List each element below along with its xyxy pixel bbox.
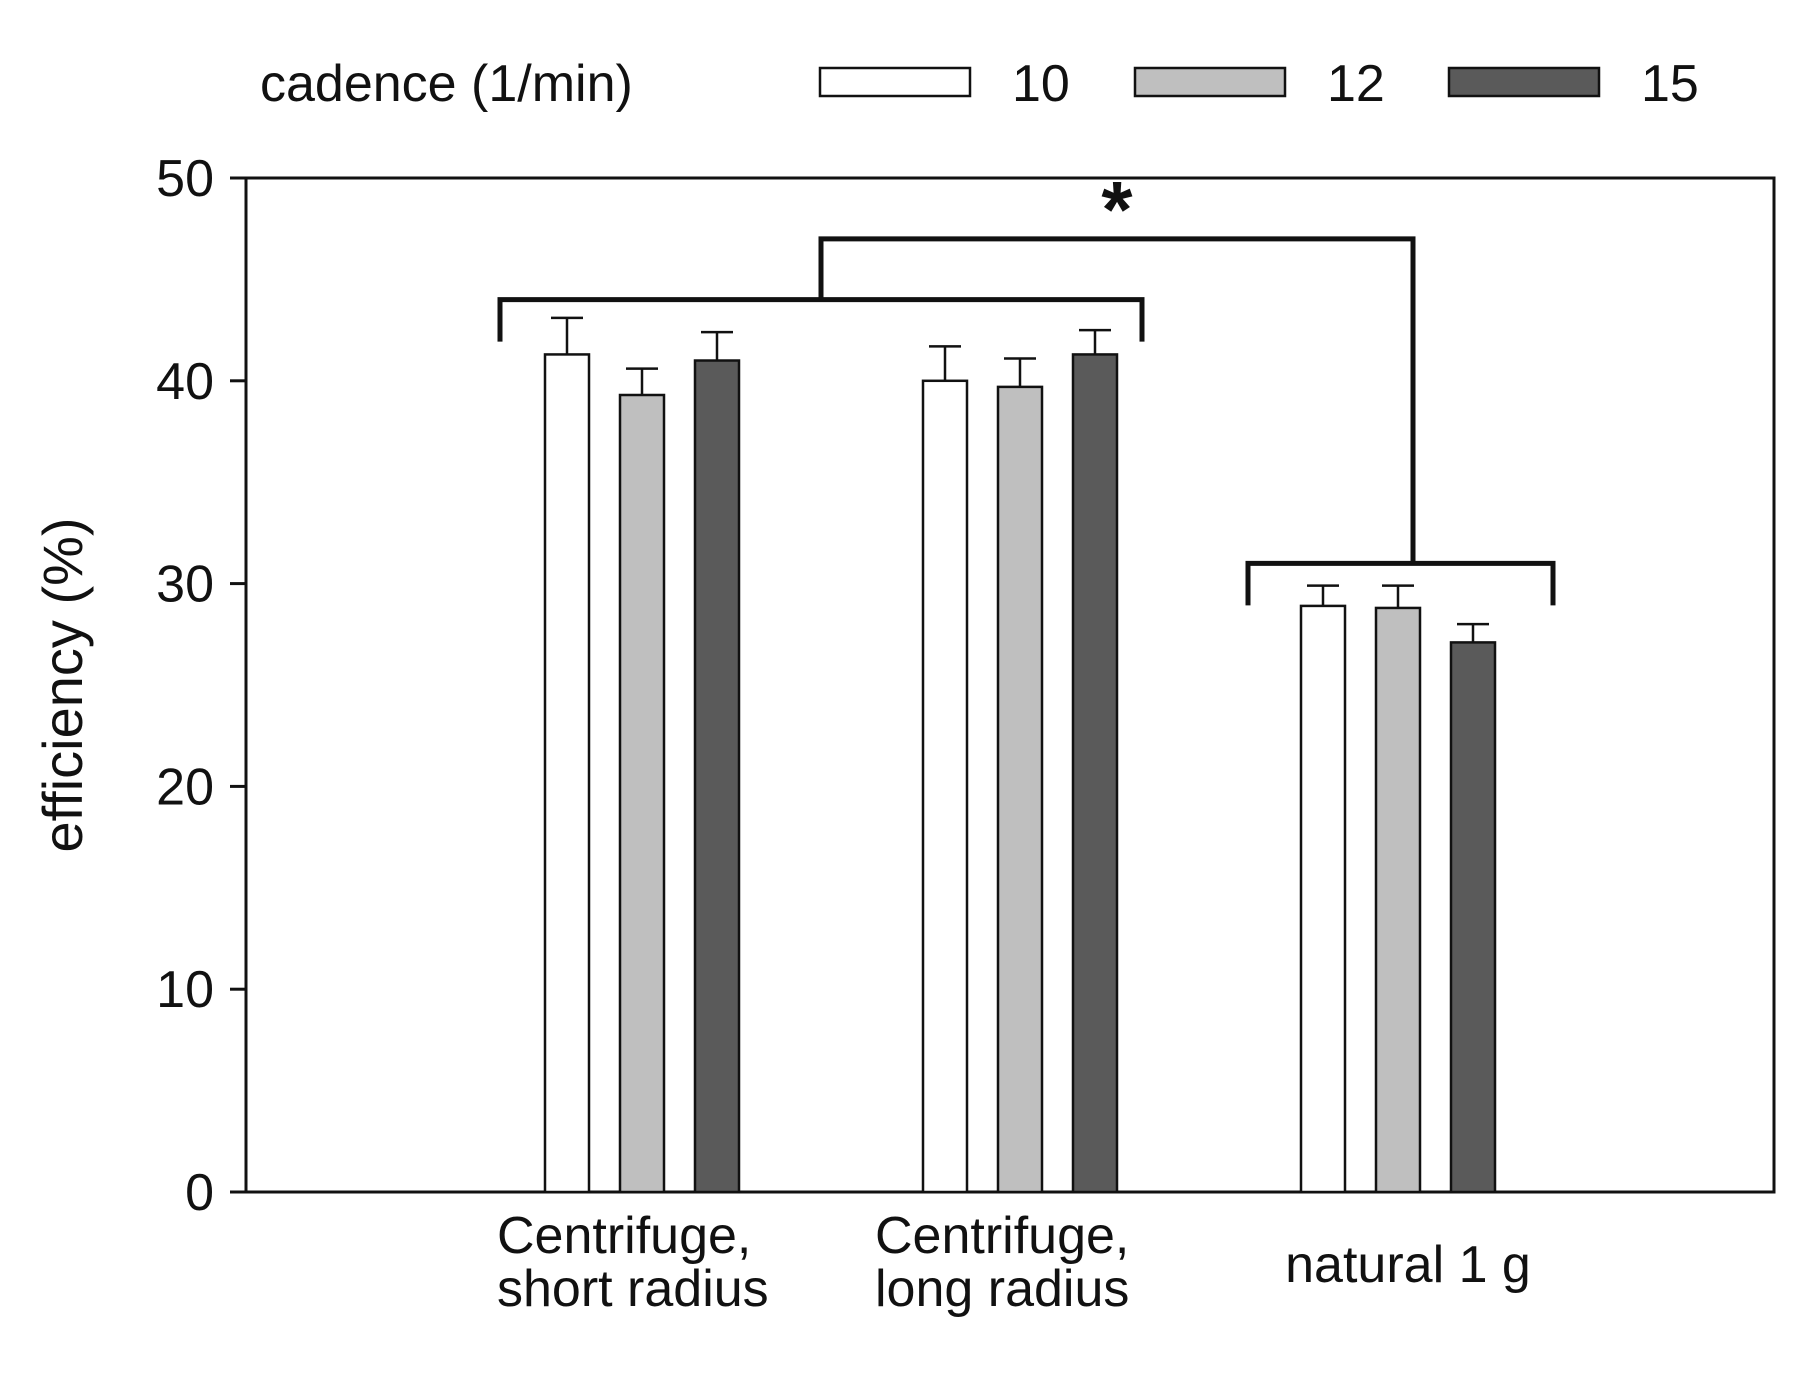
y-tick-label: 40 <box>156 353 214 411</box>
y-axis: 0 10 20 30 40 50 <box>156 150 246 1222</box>
y-tick-label: 0 <box>185 1164 214 1222</box>
bar <box>1299 604 1347 1194</box>
category-label: long radius <box>875 1260 1129 1318</box>
bar <box>921 379 969 1194</box>
y-axis-label: efficiency (%) <box>31 517 94 852</box>
legend-entry-label: 10 <box>1012 55 1070 113</box>
bar <box>618 393 666 1194</box>
y-tick-label: 20 <box>156 758 214 816</box>
bar <box>693 359 741 1194</box>
bar <box>1449 641 1497 1194</box>
bracket-natural-1g <box>1245 560 1556 606</box>
category-label: Centrifuge, <box>497 1207 751 1265</box>
bar <box>996 385 1044 1194</box>
bracket-connector <box>818 236 1416 564</box>
y-tick-label: 10 <box>156 961 214 1019</box>
y-tick-label: 50 <box>156 150 214 208</box>
legend-items: 10 12 15 <box>818 55 1699 113</box>
significance-asterisk: * <box>1101 165 1133 254</box>
legend-swatch <box>1133 66 1287 98</box>
significance-brackets: * <box>497 165 1556 606</box>
bar <box>543 353 591 1194</box>
category-label: Centrifuge, <box>875 1207 1129 1265</box>
y-tick-label: 30 <box>156 556 214 614</box>
bar <box>1071 353 1119 1194</box>
legend-entry-label: 15 <box>1641 55 1699 113</box>
legend-swatch <box>1447 66 1601 98</box>
legend-entry-label: 12 <box>1327 55 1385 113</box>
category-label: short radius <box>497 1260 769 1318</box>
category-label: natural 1 g <box>1285 1236 1531 1294</box>
bar <box>1374 606 1422 1194</box>
bars <box>543 316 1497 1194</box>
legend-swatch <box>818 66 972 98</box>
legend: cadence (1/min) 10 12 15 <box>260 55 1699 113</box>
legend-title: cadence (1/min) <box>260 55 633 113</box>
